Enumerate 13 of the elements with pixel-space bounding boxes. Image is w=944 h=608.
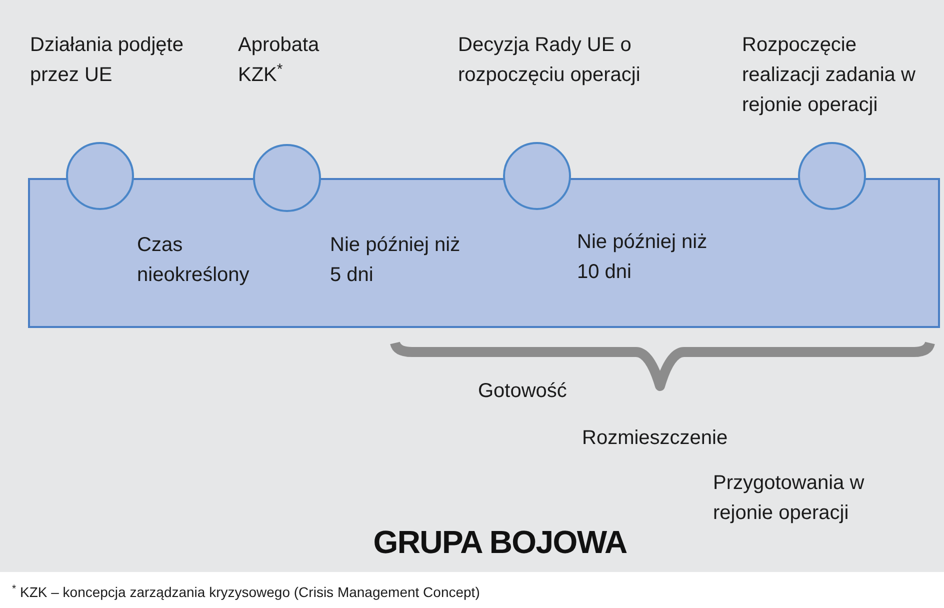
milestone-label: Aprobata KZK$^{*}$ [238,33,320,88]
milestone-label: Decyzja Rady UE o rozpoczęciu operacji [458,33,642,88]
milestone-label: Działania podjęte przez UE [30,33,184,88]
phase-label: Przygotowania w rejonie operacji [713,471,866,526]
duration-label: Nie później niż 5 dni [330,233,462,288]
duration-label: Czas nieokreślony [137,233,250,288]
phase-label: Gotowość [478,379,568,404]
timeline-band [28,178,940,328]
footnote: $^{*}$ KZK – koncepcja zarządzania kryzysowego (Crisis Management Concept) [12,582,480,602]
phase-label: Rozmieszczenie [582,426,729,451]
milestone-label: Rozpoczęcie realizacji zadania w rejonie operacji [742,33,916,118]
title: GRUPA BOJOWA [372,523,628,562]
duration-label: Nie później niż 10 dni [577,230,708,285]
